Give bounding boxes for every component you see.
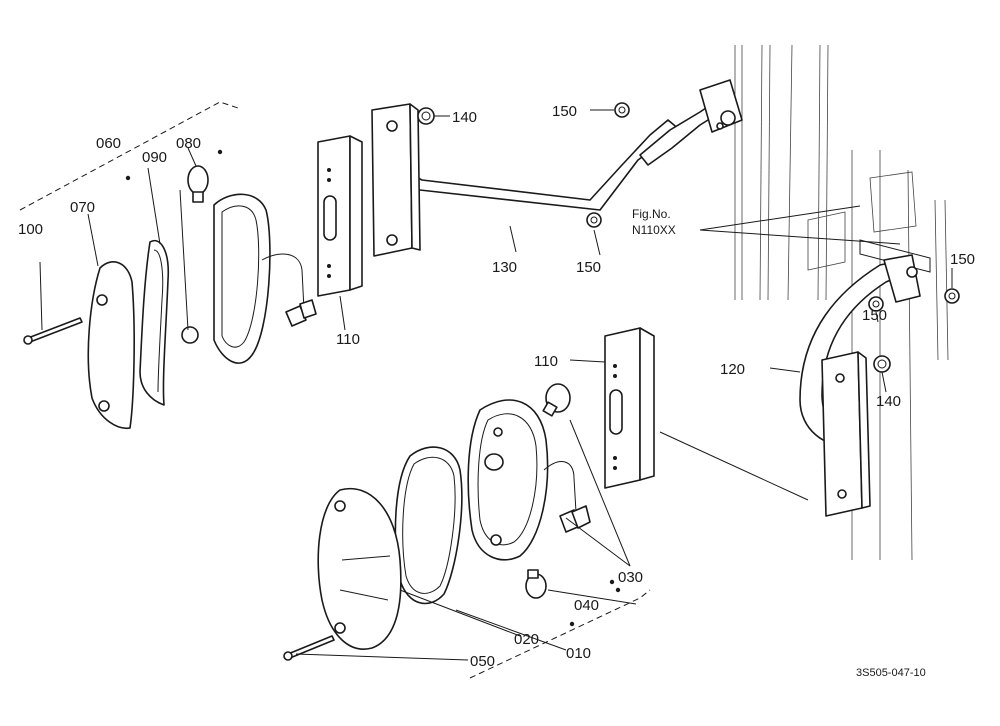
- bolt-150-right: [944, 288, 960, 304]
- socket-090: [181, 326, 199, 344]
- callout-090: 090: [142, 149, 167, 166]
- vehicle-frame: [734, 44, 949, 561]
- leader-lines: [39, 109, 953, 661]
- callout-030: 030: [618, 569, 643, 586]
- callout-150-upper: 150: [552, 103, 577, 120]
- callout-130: 130: [492, 259, 517, 276]
- nut-140-upper: [417, 107, 435, 125]
- lamp-body-upper: [213, 193, 317, 364]
- callout-110-lower: 110: [534, 353, 558, 370]
- gasket-020: [394, 446, 463, 605]
- callout-100: 100: [18, 221, 43, 238]
- callout-040: 040: [574, 597, 599, 614]
- lens-060: [139, 239, 170, 406]
- bulb-080: [187, 165, 209, 203]
- callout-070: 070: [70, 199, 95, 216]
- callout-140-lower: 140: [876, 393, 901, 410]
- fig-ref-line2: N110XX: [632, 223, 676, 237]
- plate-bracket-upper: [371, 103, 421, 257]
- bolt-150-lower: [868, 296, 884, 312]
- bracket-130: [379, 79, 743, 211]
- fig-ref-line1: Fig.No.: [632, 207, 671, 221]
- bulb-030: [542, 383, 571, 417]
- callout-120: 120: [720, 361, 745, 378]
- drawing-code: 3S505-047-10: [856, 667, 926, 679]
- callout-150-right: 150: [950, 251, 975, 268]
- callout-labels: 060 090 080 070 100 140 150 130 150 110 …: [18, 103, 975, 679]
- callout-140-upper: 140: [452, 109, 477, 126]
- callout-060: 060: [96, 135, 121, 152]
- callout-150-mid: 150: [576, 259, 601, 276]
- screws-050: [283, 635, 335, 661]
- callout-020: 020: [514, 631, 539, 648]
- callout-110-upper: 110: [336, 331, 360, 348]
- plate-bracket-lower: [821, 351, 871, 517]
- lens-010: [317, 487, 402, 650]
- spacer-plate-110-upper: [317, 135, 363, 297]
- spacer-plate-110-lower: [604, 327, 655, 489]
- callout-150-lower: 150: [862, 307, 887, 324]
- bolt-150-mid: [586, 212, 602, 228]
- callout-050: 050: [470, 653, 495, 670]
- callout-010: 010: [566, 645, 591, 662]
- callout-080: 080: [176, 135, 201, 152]
- bolt-150-upper: [614, 102, 630, 118]
- bulb-040: [525, 569, 547, 599]
- cover-070: [87, 261, 135, 429]
- lamp-body-lower: [467, 399, 591, 561]
- nut-140-lower: [873, 355, 891, 373]
- screw-100: [23, 317, 83, 345]
